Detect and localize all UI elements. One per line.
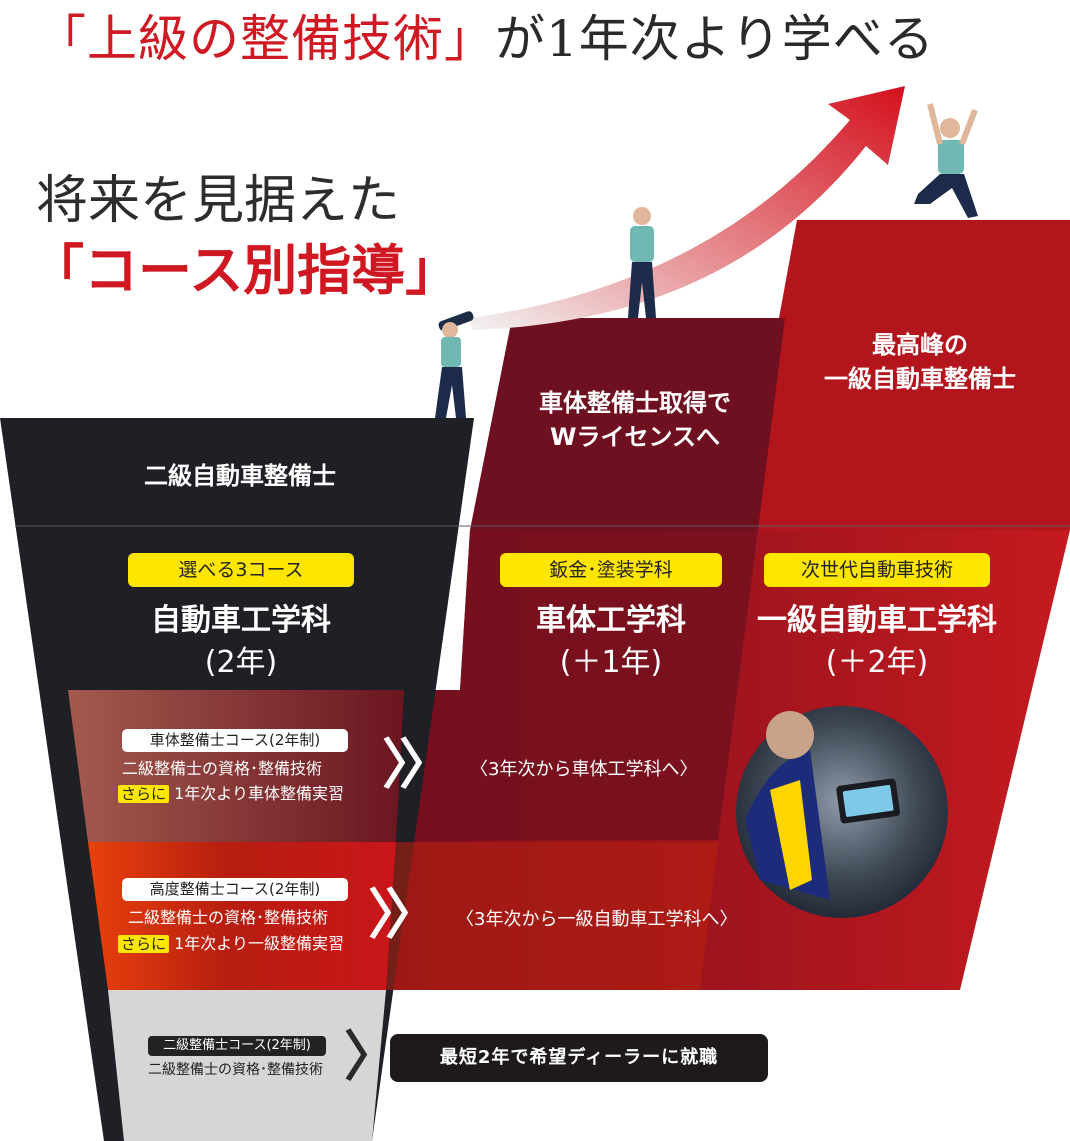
sub-heading-line2: 「コース別指導」 bbox=[30, 239, 460, 302]
dept-years-body: (＋1年) bbox=[559, 645, 663, 680]
step-base-title: 二級自動車整備士 bbox=[144, 462, 336, 490]
step-middle-title-line1: 車体整備士取得で bbox=[539, 389, 731, 417]
person-with-telescope bbox=[435, 311, 474, 418]
course-advanced-tag: 高度整備士コース(2年制) bbox=[122, 878, 348, 901]
course-grade2-tag: 二級整備士コース(2年制) bbox=[148, 1036, 326, 1056]
dept-years-first-grade: (＋2年) bbox=[825, 645, 929, 680]
course-advanced-line1: 二級整備士の資格･整備技術 bbox=[128, 908, 329, 927]
course-body-tag: 車体整備士コース(2年制) bbox=[122, 729, 348, 752]
headline-highlight: 「上級の整備技術」 bbox=[36, 10, 495, 68]
strip-grade2 bbox=[108, 990, 386, 1141]
course-body-line1: 二級整備士の資格･整備技術 bbox=[122, 759, 323, 778]
course-advanced-line2-row: さらに 1年次より一級整備実習 bbox=[118, 932, 344, 956]
dept-pill-body: 鈑金･塗装学科 bbox=[500, 553, 722, 587]
strip-body bbox=[68, 690, 404, 842]
person-looking bbox=[628, 207, 656, 318]
dept-name-auto: 自動車工学科 bbox=[151, 603, 331, 638]
growth-arrow bbox=[470, 86, 905, 330]
top-step bbox=[740, 220, 1070, 530]
mechanic-photo bbox=[736, 706, 948, 918]
middle-step bbox=[470, 318, 785, 530]
dept-years-auto: (2年) bbox=[204, 645, 278, 680]
course-advanced-highlight: さらに bbox=[118, 935, 170, 953]
outcome-badge: 最短2年で希望ディーラーに就職 bbox=[390, 1034, 768, 1082]
course-body-highlight: さらに bbox=[118, 785, 170, 803]
course-body-line2: 1年次より車体整備実習 bbox=[174, 784, 344, 803]
sub-heading-line1: 将来を見据えた bbox=[36, 171, 401, 231]
headline: 「上級の整備技術」が1年次より学べる bbox=[36, 4, 935, 74]
step-middle-title: 車体整備士取得で Wライセンスへ bbox=[490, 386, 780, 454]
chevron-icon: 〉〉 bbox=[382, 733, 453, 796]
headline-rest: が1年次より学べる bbox=[495, 10, 935, 68]
step-top-title-line1: 最高峰の bbox=[872, 331, 968, 359]
dept-name-body: 車体工学科 bbox=[536, 603, 686, 638]
dept-pill-auto: 選べる3コース bbox=[128, 553, 354, 587]
step-top-title: 最高峰の 一級自動車整備士 bbox=[770, 328, 1070, 396]
dept-name-first-grade: 一級自動車工学科 bbox=[757, 603, 997, 638]
course-advanced-next: 〈3年次から一級自動車工学科へ〉 bbox=[456, 909, 738, 930]
step-top-title-line2: 一級自動車整備士 bbox=[824, 365, 1016, 393]
dept-pill-first-grade: 次世代自動車技術 bbox=[764, 553, 990, 587]
chevron-right-icon: 〉 bbox=[344, 1025, 398, 1088]
course-body-next: 〈3年次から車体工学科へ〉 bbox=[470, 759, 698, 780]
course-advanced-line2: 1年次より一級整備実習 bbox=[174, 934, 344, 953]
course-body-line2-row: さらに 1年次より車体整備実習 bbox=[118, 782, 344, 806]
step-middle-title-line2: Wライセンスへ bbox=[550, 423, 720, 451]
chevron-icon: 〉〉 bbox=[368, 883, 439, 946]
course-grade2-line1: 二級整備士の資格･整備技術 bbox=[148, 1062, 323, 1078]
person-jumping bbox=[914, 103, 978, 218]
